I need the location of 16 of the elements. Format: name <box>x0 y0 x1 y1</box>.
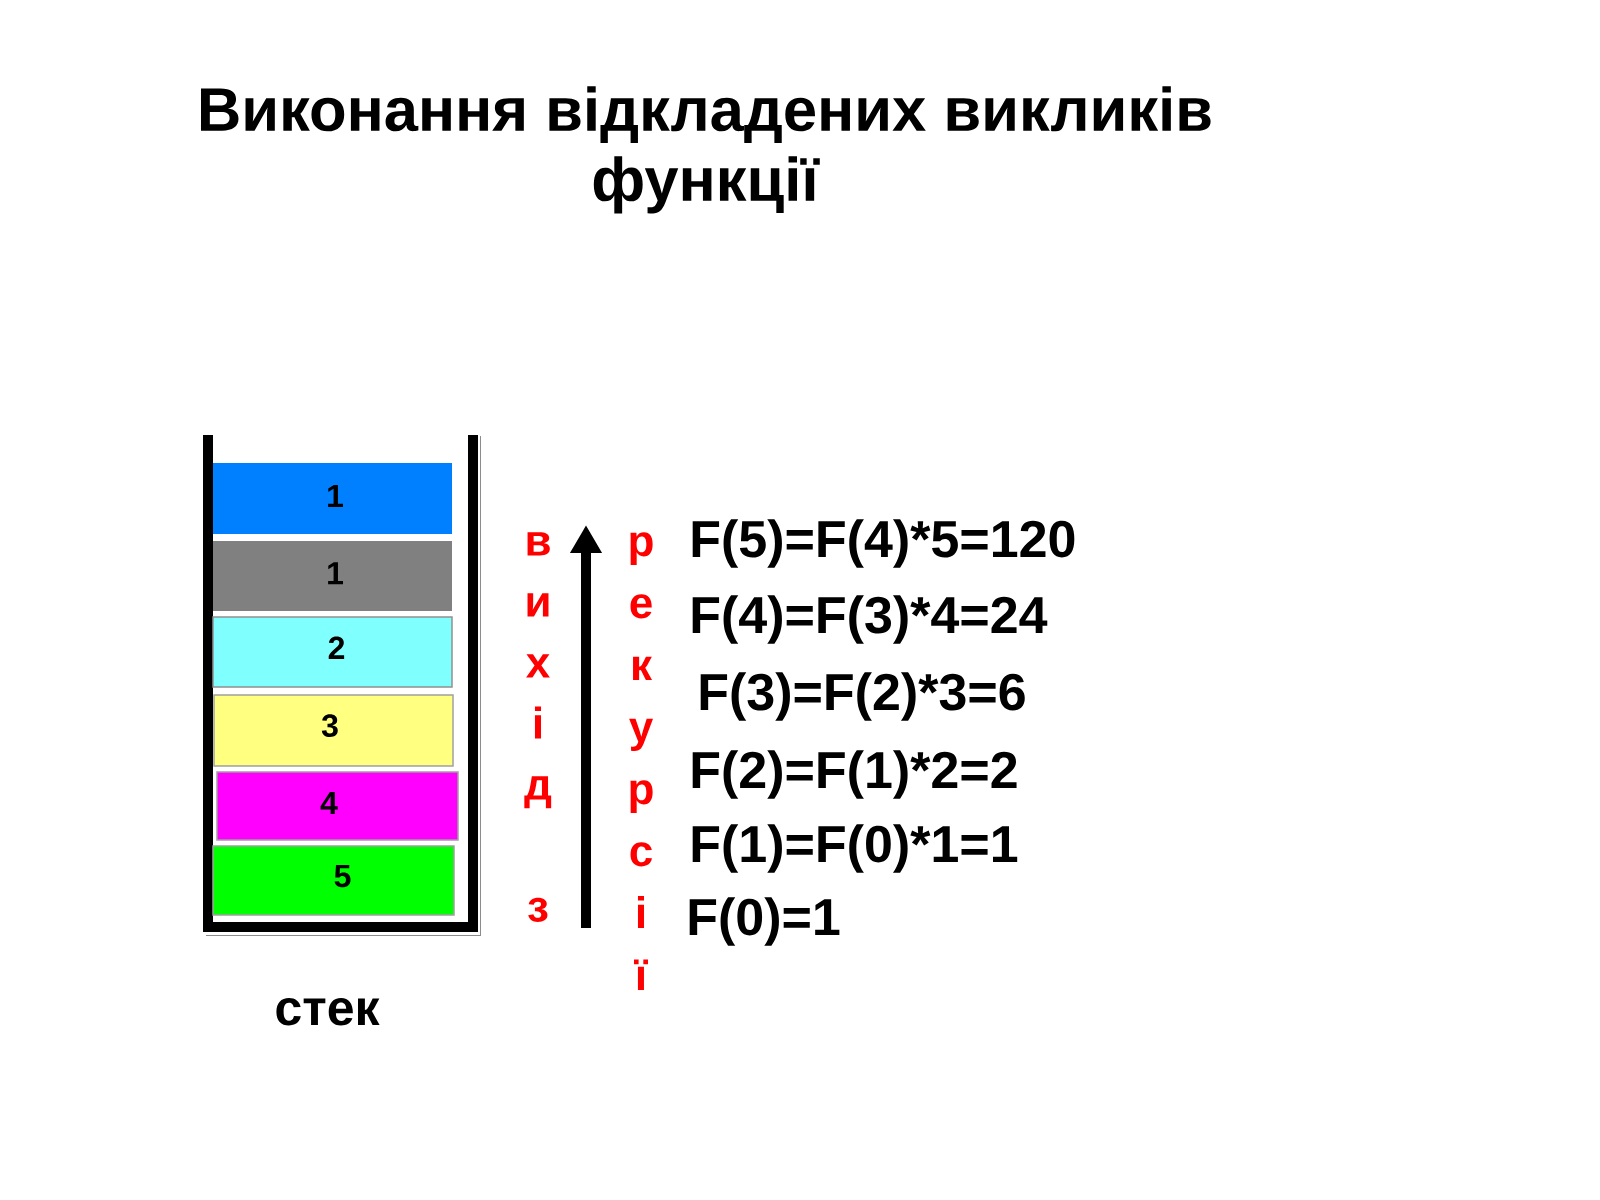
vertical-label: рекурсії <box>629 532 653 990</box>
stack-block: 1 <box>213 463 452 534</box>
formula-text: F(3)=F(2)*3=6 <box>700 672 1025 721</box>
formula-text: F(4)=F(3)*4=24 <box>692 595 1048 644</box>
stack-block: 1 <box>213 541 452 611</box>
formula-text: F(5)=F(4)*5=120 <box>692 519 1075 568</box>
stack-block: 4 <box>216 771 459 841</box>
formula-text: F(0)=1 <box>689 897 840 946</box>
title: Виконання відкладених викликів функції <box>200 86 1211 214</box>
formula-text: F(2)=F(1)*2=2 <box>692 750 1017 799</box>
vertical-label: вихід з <box>524 532 552 922</box>
stack-label: стек <box>276 998 380 1026</box>
stack-block: 3 <box>213 694 454 767</box>
stack-block: 2 <box>212 616 453 688</box>
stack-block: 5 <box>212 845 455 916</box>
formula-text: F(1)=F(0)*1=1 <box>692 824 1018 873</box>
